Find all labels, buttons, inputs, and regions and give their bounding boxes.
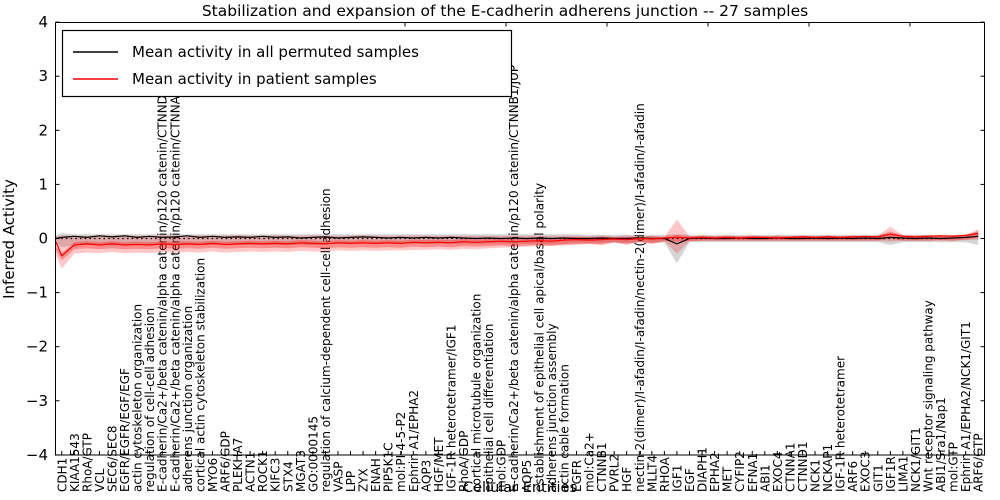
x-tick-label: E-cadherin/Ca2+/beta catenin/alpha caten… xyxy=(168,65,182,492)
patient-mean-line xyxy=(55,233,979,257)
y-tick-label: 1 xyxy=(38,175,48,193)
y-tick-label: 3 xyxy=(38,67,48,85)
x-tick-label: GIT1 xyxy=(871,464,885,492)
x-tick-label: ENAH xyxy=(369,458,383,492)
x-tick-label: CYFIP2 xyxy=(733,451,747,492)
x-tick-label: GO:0000145 xyxy=(306,416,320,492)
y-tick-label: −3 xyxy=(26,392,48,410)
x-tick-label: cortical microtubule organization xyxy=(470,294,484,492)
legend-label-patient: Mean activity in patient samples xyxy=(132,70,377,88)
x-tick-label: regulation of cell-cell adhesion xyxy=(143,308,157,492)
x-tick-label: KIFC3 xyxy=(269,458,283,492)
x-tick-label: Ephrin A1/EPHA2 xyxy=(407,390,421,492)
x-axis-label: Cellular Entities xyxy=(463,480,577,496)
x-tick-label: RhoA/GDP xyxy=(457,431,471,492)
x-tick-label: RhoA/GTP xyxy=(80,433,94,492)
legend-box xyxy=(61,29,513,98)
x-tick-label: NCKAP1 xyxy=(821,444,835,492)
y-axis-label: Inferred Activity xyxy=(0,179,18,299)
x-tick-label: VASP xyxy=(332,461,346,492)
x-tick-label: AQP5 xyxy=(520,460,534,492)
x-tick-label: ROCK1 xyxy=(256,450,270,492)
x-tick-labels: CDH1KIAA1543RhoA/GTPVCLSEC6/SEC8EGFR/EGF… xyxy=(55,64,985,492)
y-tick-label: −1 xyxy=(26,284,48,302)
x-tick-label: HGF xyxy=(620,467,634,492)
x-tick-label: nectin-2(dimer)/I-afadin/I-afadin/nectin… xyxy=(633,103,647,492)
x-tick-label: ZYX xyxy=(357,468,371,492)
y-tick-label: −2 xyxy=(26,338,48,356)
x-tick-label: EFNA1 xyxy=(746,453,760,492)
x-tick-label: EXOC3 xyxy=(859,452,873,493)
x-tick-label: regulation of calcium-dependent cell-cel… xyxy=(319,188,333,492)
y-tick-label: −4 xyxy=(26,446,48,464)
x-tick-label: actin cytoskeleton organization xyxy=(131,304,145,492)
x-tick-label: ARF6 xyxy=(846,461,860,492)
x-tick-label: adherens junction organization xyxy=(181,306,195,492)
x-tick-label: EGFR/EGFR/EGF/EGF xyxy=(118,368,132,492)
x-tick-label: NCK1/GIT1 xyxy=(909,427,923,492)
x-tick-label: EGFR xyxy=(570,460,584,492)
y-tick-label: 2 xyxy=(38,121,48,139)
x-tick-label: PLEKHA7 xyxy=(231,438,245,492)
y-tick-label: 4 xyxy=(38,13,48,31)
x-tick-label: E-cadherin/Ca2+/beta catenin/alpha caten… xyxy=(156,64,170,492)
legend: Mean activity in all permuted samples Me… xyxy=(61,29,513,98)
x-tick-label: establishment of epithelial cell apical/… xyxy=(532,183,546,492)
x-tick-label: ARF6/GTP xyxy=(972,433,986,492)
x-tick-label: CTNND1 xyxy=(796,441,810,492)
x-tick-label: STX4 xyxy=(281,461,295,492)
chart-title: Stabilization and expansion of the E-cad… xyxy=(202,2,808,20)
x-tick-label: ABI1/Sra1/Nap1 xyxy=(934,397,948,492)
x-tick-label: AQP3 xyxy=(419,460,433,492)
plot-artists xyxy=(55,219,979,269)
x-tick-label: KIAA1543 xyxy=(68,433,82,492)
x-tick-label: LIMA1 xyxy=(896,456,910,492)
x-tick-label: VCL xyxy=(93,468,107,492)
y-tick-label: 0 xyxy=(38,230,48,248)
x-tick-label: MYO6 xyxy=(206,458,220,492)
x-tick-label: EGF xyxy=(683,468,697,492)
x-tick-label: IGF-1R heterotetramer/IGF1 xyxy=(445,325,459,492)
x-tick-label: MLLT4 xyxy=(645,455,659,492)
x-tick-label: epithelial cell differentiation xyxy=(482,324,496,492)
x-tick-label: ACTN1 xyxy=(244,452,258,492)
y-tick-labels: 4 3 2 1 0 −1 −2 −3 −4 xyxy=(26,13,48,464)
x-tick-label: adherens junction assembly xyxy=(545,323,559,492)
x-tick-label: DIAPH1 xyxy=(696,447,710,492)
x-tick-label: MET xyxy=(721,466,735,492)
x-tick-label: mol:Ca2+ xyxy=(583,432,597,492)
x-tick-label: SEC6/SEC8 xyxy=(106,426,120,492)
x-tick-label: actin cable formation xyxy=(557,364,571,492)
x-tick-label: E-cadherin/Ca2+/beta catenin/alpha caten… xyxy=(507,65,521,492)
patient-band xyxy=(56,219,979,269)
x-tick-label: Wnt receptor signaling pathway xyxy=(922,300,936,492)
x-tick-label: HGF/MET xyxy=(432,437,446,492)
x-tick-label: PVRL2 xyxy=(608,454,622,492)
x-tick-label: CDH1 xyxy=(55,458,69,492)
axis-ticks xyxy=(55,21,985,456)
x-tick-label: Ephrin A1/EPHA2/NCK1/GIT1 xyxy=(959,321,973,492)
x-tick-label: MGAT3 xyxy=(294,450,308,492)
x-tick-label: IGF1 xyxy=(670,465,684,492)
x-tick-label: EXOC4 xyxy=(771,452,785,493)
x-tick-label: IGF-1R heterotetramer xyxy=(834,356,848,492)
x-tick-label: LPP xyxy=(344,471,358,492)
x-tick-label: cortical actin cytoskeleton stabilizatio… xyxy=(193,258,207,492)
x-tick-label: NCK1 xyxy=(809,459,823,492)
x-tick-label: mol:GDP xyxy=(495,440,509,492)
legend-label-permuted: Mean activity in all permuted samples xyxy=(132,43,419,61)
permuted-band xyxy=(56,232,979,264)
x-tick-label: IGF1R xyxy=(884,456,898,492)
x-tick-label: RHOA xyxy=(658,456,672,492)
x-tick-label: ARF6/GDP xyxy=(219,431,233,492)
x-tick-label: ABI1 xyxy=(758,464,772,492)
permuted-mean-line xyxy=(55,235,979,245)
x-tick-label: EPHA2 xyxy=(708,452,722,492)
